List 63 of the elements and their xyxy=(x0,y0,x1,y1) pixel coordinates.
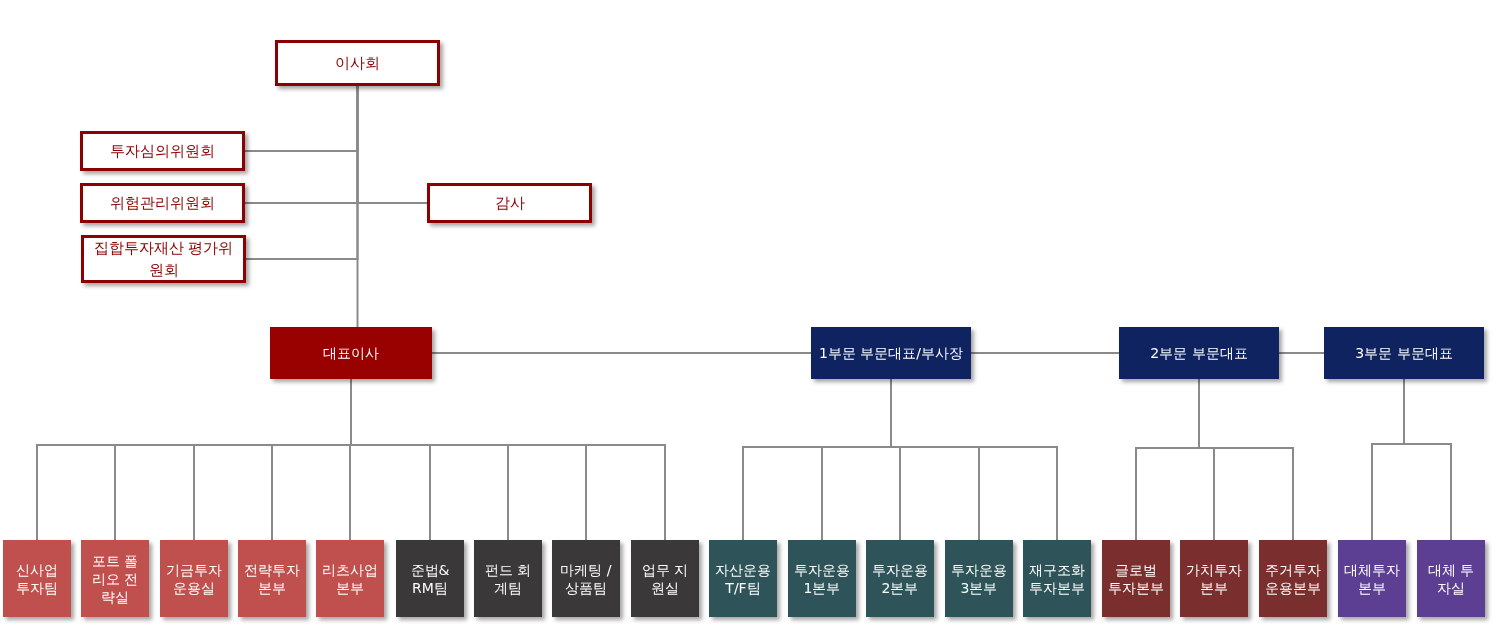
department-box xyxy=(1338,540,1406,617)
department-box xyxy=(396,540,464,617)
division-head-box xyxy=(1119,327,1279,379)
node-label: 대체 투자실 xyxy=(1426,560,1476,597)
node-label: 대체투자 본부 xyxy=(1343,560,1401,597)
node-label: 마케팅 /상품팀 xyxy=(559,560,613,597)
node-label: 리츠사업 본부 xyxy=(321,560,379,597)
node-label: 위험관리위원회 xyxy=(110,192,215,214)
connector-line xyxy=(245,85,359,260)
department-box xyxy=(316,540,384,617)
board-box xyxy=(275,40,440,86)
committee-box xyxy=(80,131,245,171)
connector-line xyxy=(1403,378,1452,541)
node-label: 투자운용 2본부 xyxy=(871,560,929,597)
node-label: 업무 지원실 xyxy=(640,560,690,597)
node-label: 2부문 부문대표 xyxy=(1150,343,1248,363)
department-box xyxy=(788,540,856,617)
node-label: 준법& RM팀 xyxy=(409,560,451,597)
connector-line xyxy=(970,352,1120,354)
committee-box xyxy=(81,235,246,283)
node-label: 투자운용 1본부 xyxy=(793,560,851,597)
department-box xyxy=(1180,540,1248,617)
department-box xyxy=(3,540,71,617)
department-box xyxy=(238,540,306,617)
department-box xyxy=(1102,540,1170,617)
department-box xyxy=(1417,540,1485,617)
department-box xyxy=(1023,540,1091,617)
node-label: 투자운용 3본부 xyxy=(950,560,1008,597)
node-label: 대표이사 xyxy=(323,343,379,363)
node-label: 글로벌 투자본부 xyxy=(1107,560,1165,597)
department-box xyxy=(945,540,1013,617)
department-box xyxy=(631,540,699,617)
node-label: 가치투자 본부 xyxy=(1185,560,1243,597)
node-label: 감사 xyxy=(494,192,525,214)
audit-box xyxy=(427,183,592,223)
department-box xyxy=(474,540,542,617)
node-label: 1부문 부문대표/부사장 xyxy=(818,343,964,363)
node-label: 포트 폴리오 전략실 xyxy=(90,551,140,606)
node-label: 재구조화 투자본부 xyxy=(1028,560,1086,597)
committee-box xyxy=(80,183,245,223)
node-label: 펀드 회계팀 xyxy=(483,560,533,597)
connector-line xyxy=(890,378,1058,541)
node-label: 신사업 투자팀 xyxy=(15,560,59,597)
node-label: 집합투자재산 평가위원회 xyxy=(92,237,235,281)
department-box xyxy=(81,540,149,617)
connector-line xyxy=(431,352,812,354)
division-head-box xyxy=(811,327,971,379)
node-label: 기금투자 운용실 xyxy=(165,560,223,597)
department-box xyxy=(866,540,934,617)
department-box xyxy=(552,540,620,617)
node-label: 3부문 부문대표 xyxy=(1355,343,1453,363)
division-head-box xyxy=(1324,327,1484,379)
node-label: 전략투자 본부 xyxy=(243,560,301,597)
ceo-box xyxy=(270,327,432,379)
connector-line xyxy=(1278,352,1325,354)
node-label: 투자심의위원회 xyxy=(110,140,215,162)
node-label: 이사회 xyxy=(335,52,380,74)
department-box xyxy=(160,540,228,617)
connector-line xyxy=(1198,378,1294,541)
department-box xyxy=(709,540,777,617)
node-label: 자산운용 T/F팀 xyxy=(714,560,772,597)
node-label: 주거투자 운용본부 xyxy=(1264,560,1322,597)
department-box xyxy=(1259,540,1327,617)
